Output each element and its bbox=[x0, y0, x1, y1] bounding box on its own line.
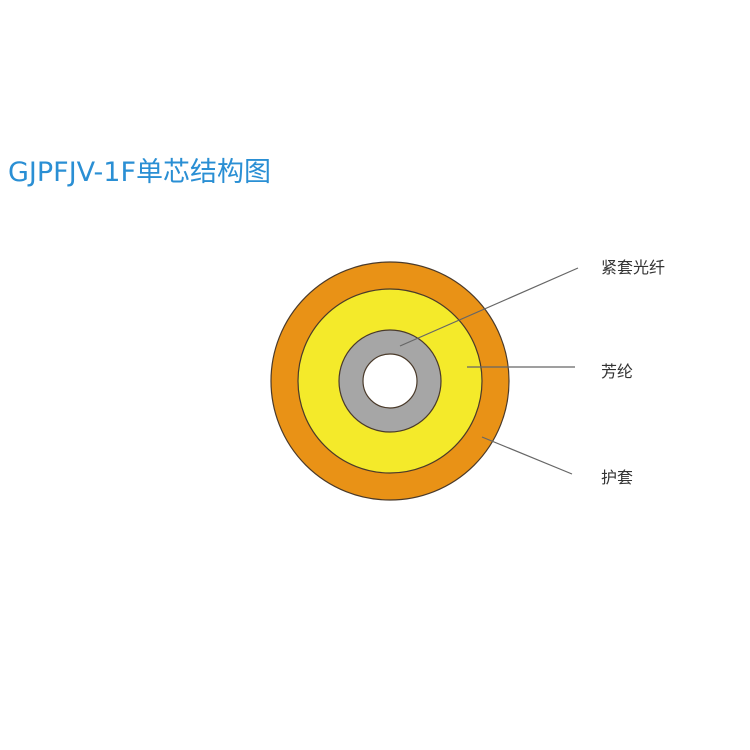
fiber-core bbox=[362, 353, 418, 409]
diagram-title: GJPFJV-1F单芯结构图 bbox=[8, 157, 271, 188]
label-aramid: 芳纶 bbox=[601, 362, 633, 381]
leader-line-tight-buffer bbox=[399, 267, 579, 347]
leader-line-jacket bbox=[481, 436, 573, 475]
label-jacket: 护套 bbox=[601, 468, 633, 487]
label-tight-buffer: 紧套光纤 bbox=[601, 258, 665, 277]
